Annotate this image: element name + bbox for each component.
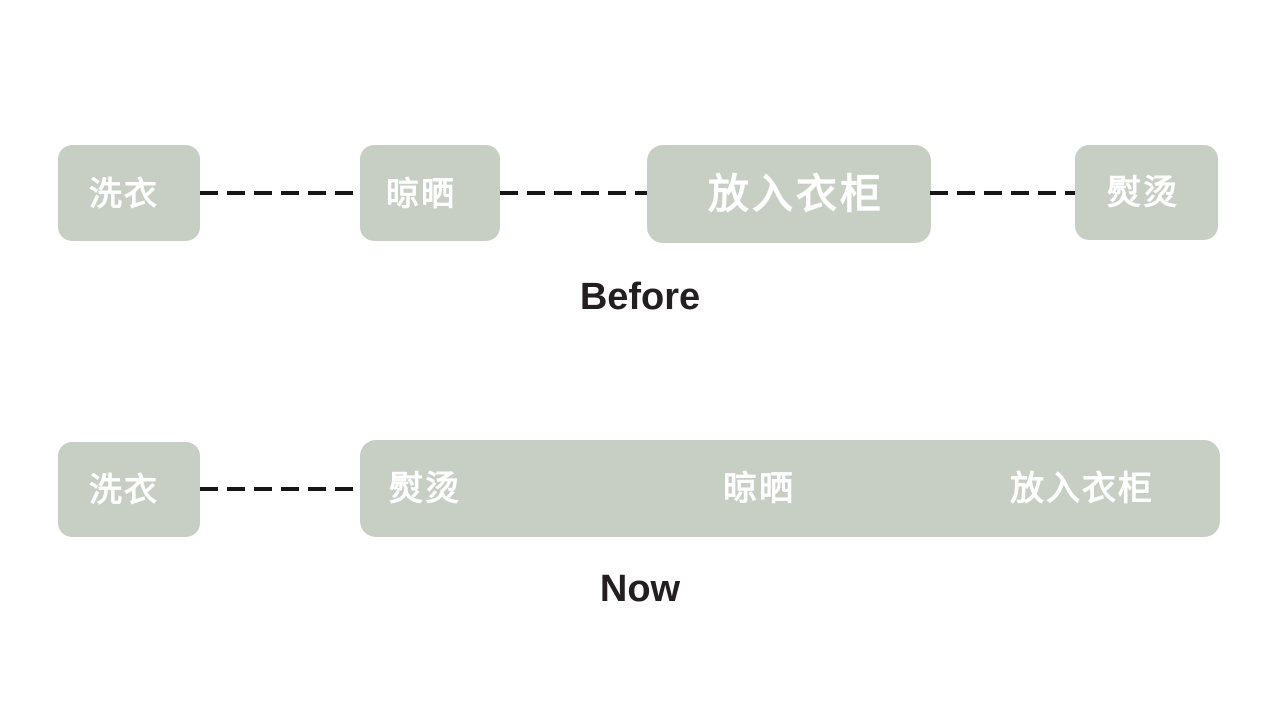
process-node-wash-before[interactable]: 洗衣 xyxy=(58,145,200,241)
phase-caption-now: Now xyxy=(599,568,681,610)
dashed-connector-1-now xyxy=(200,487,361,491)
process-node-store-before[interactable]: 放入衣柜 xyxy=(647,145,931,243)
process-node-merged-now[interactable]: 熨烫 晾晒 放入衣柜 xyxy=(360,440,1220,537)
process-node-wash-now[interactable]: 洗衣 xyxy=(58,442,200,537)
process-row-now: 洗衣 熨烫 晾晒 放入衣柜 Now xyxy=(0,0,1280,608)
merged-segment-label-store: 放入衣柜 xyxy=(1010,469,1154,508)
dashed-connector-2-before xyxy=(500,191,649,195)
process-node-label: 洗衣 xyxy=(89,471,159,508)
process-row-before: 洗衣 晾晒 放入衣柜 熨烫 Before xyxy=(0,0,1280,340)
merged-segment-label-dry: 晾晒 xyxy=(723,469,795,508)
process-node-label: 洗衣 xyxy=(89,174,159,212)
dashed-connector-1-before xyxy=(200,191,362,195)
process-node-label: 熨烫 xyxy=(1107,173,1179,212)
process-node-iron-before[interactable]: 熨烫 xyxy=(1075,145,1218,240)
process-node-label: 晾晒 xyxy=(386,174,456,212)
dashed-connector-3-before xyxy=(930,191,1077,195)
merged-segment-label-iron: 熨烫 xyxy=(389,469,461,508)
process-node-dry-before[interactable]: 晾晒 xyxy=(360,145,500,241)
process-node-label: 放入衣柜 xyxy=(708,170,884,217)
phase-caption-before: Before xyxy=(579,276,701,318)
